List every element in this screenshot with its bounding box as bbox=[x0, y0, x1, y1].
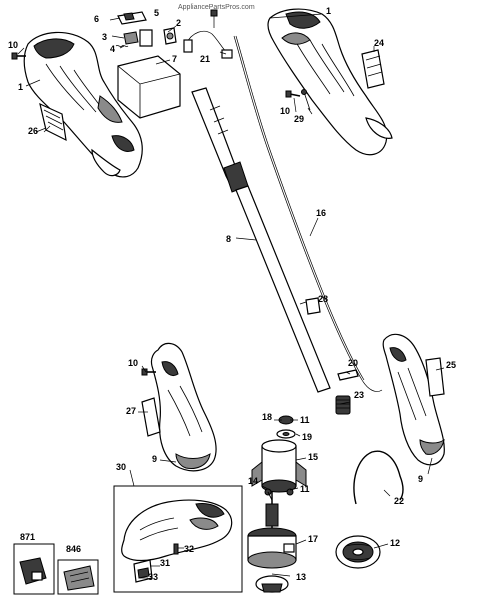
label-part-1-left: 1 bbox=[18, 82, 23, 92]
label-part-9-right: 9 bbox=[418, 474, 423, 484]
label-part-30: 30 bbox=[116, 462, 126, 472]
label-part-11-b: 11 bbox=[300, 484, 310, 494]
charger-871[interactable] bbox=[13, 543, 55, 595]
label-part-11-a: 11 bbox=[300, 415, 310, 425]
label-part-12: 12 bbox=[390, 538, 400, 548]
motor-housing-right[interactable] bbox=[382, 333, 445, 466]
edge-guide-22[interactable] bbox=[353, 450, 404, 505]
label-part-5: 5 bbox=[154, 8, 159, 18]
battery-pack-7[interactable] bbox=[117, 55, 181, 119]
label-part-2: 2 bbox=[176, 18, 181, 28]
wire-harness-21[interactable] bbox=[183, 9, 233, 59]
screw-10-right[interactable] bbox=[285, 90, 301, 98]
label-part-1-right: 1 bbox=[326, 6, 331, 16]
screw-11-lower[interactable] bbox=[286, 488, 294, 496]
label-part-22: 22 bbox=[394, 496, 404, 506]
label-part-20: 20 bbox=[348, 358, 358, 368]
label-part-23: 23 bbox=[354, 390, 364, 400]
label-part-25: 25 bbox=[446, 360, 456, 370]
label-part-13: 13 bbox=[296, 572, 306, 582]
drive-shaft bbox=[265, 492, 279, 530]
motor-15[interactable] bbox=[251, 439, 307, 493]
label-27[interactable] bbox=[141, 397, 161, 437]
label-part-29: 29 bbox=[294, 114, 304, 124]
pin-32[interactable] bbox=[173, 543, 179, 555]
label-part-7: 7 bbox=[172, 54, 177, 64]
watermark-text: AppliancePartsPros.com bbox=[178, 4, 255, 11]
screw-10-top-left[interactable] bbox=[11, 52, 26, 60]
screw-14[interactable] bbox=[264, 488, 273, 501]
label-part-27: 27 bbox=[126, 406, 136, 416]
part-labels: 1 1 2 3 4 5 6 7 8 9 9 10 10 10 11 11 12 … bbox=[8, 6, 456, 582]
label-part-10-mid: 10 bbox=[128, 358, 138, 368]
replacement-spool-12[interactable] bbox=[335, 535, 381, 569]
label-part-33: 33 bbox=[148, 572, 158, 582]
label-part-24: 24 bbox=[374, 38, 384, 48]
label-25[interactable] bbox=[425, 357, 445, 397]
label-part-19: 19 bbox=[302, 432, 312, 442]
label-28[interactable] bbox=[305, 297, 321, 315]
clip-31-33[interactable] bbox=[133, 559, 153, 583]
label-26[interactable] bbox=[39, 102, 67, 142]
coil-cord-16[interactable] bbox=[233, 35, 383, 392]
label-part-846: 846 bbox=[66, 544, 81, 554]
motor-housing-assembly-30[interactable] bbox=[113, 485, 243, 593]
label-part-871: 871 bbox=[20, 532, 35, 542]
label-part-26: 26 bbox=[28, 126, 38, 136]
upper-shaft-8[interactable] bbox=[191, 87, 331, 393]
screw-10-mid[interactable] bbox=[141, 368, 156, 376]
leader-lines bbox=[17, 13, 445, 579]
spool-cap-13[interactable] bbox=[255, 575, 289, 593]
spool-housing-17[interactable] bbox=[247, 527, 297, 569]
label-part-3: 3 bbox=[102, 32, 107, 42]
label-part-10-right: 10 bbox=[280, 106, 290, 116]
label-part-17: 17 bbox=[308, 534, 318, 544]
screw-29[interactable] bbox=[301, 89, 311, 111]
spring-23[interactable] bbox=[335, 395, 351, 415]
label-part-18: 18 bbox=[262, 412, 272, 422]
label-part-8: 8 bbox=[226, 234, 231, 244]
label-part-4: 4 bbox=[110, 44, 115, 54]
switch-assembly[interactable] bbox=[115, 11, 177, 47]
label-part-14: 14 bbox=[248, 476, 258, 486]
label-part-28: 28 bbox=[318, 294, 328, 304]
manual-846[interactable] bbox=[57, 559, 99, 595]
washer-19[interactable] bbox=[276, 429, 296, 439]
label-part-15: 15 bbox=[308, 452, 318, 462]
motor-housing-left[interactable] bbox=[150, 342, 217, 472]
label-part-31: 31 bbox=[160, 558, 170, 568]
label-part-32: 32 bbox=[184, 544, 194, 554]
pin-20[interactable] bbox=[337, 369, 359, 381]
label-part-9-left: 9 bbox=[152, 454, 157, 464]
label-part-10-top: 10 bbox=[8, 40, 18, 50]
label-24[interactable] bbox=[361, 49, 385, 89]
label-part-21: 21 bbox=[200, 54, 210, 64]
label-part-6: 6 bbox=[94, 14, 99, 24]
label-part-16: 16 bbox=[316, 208, 326, 218]
handle-housing-left[interactable] bbox=[23, 31, 143, 178]
